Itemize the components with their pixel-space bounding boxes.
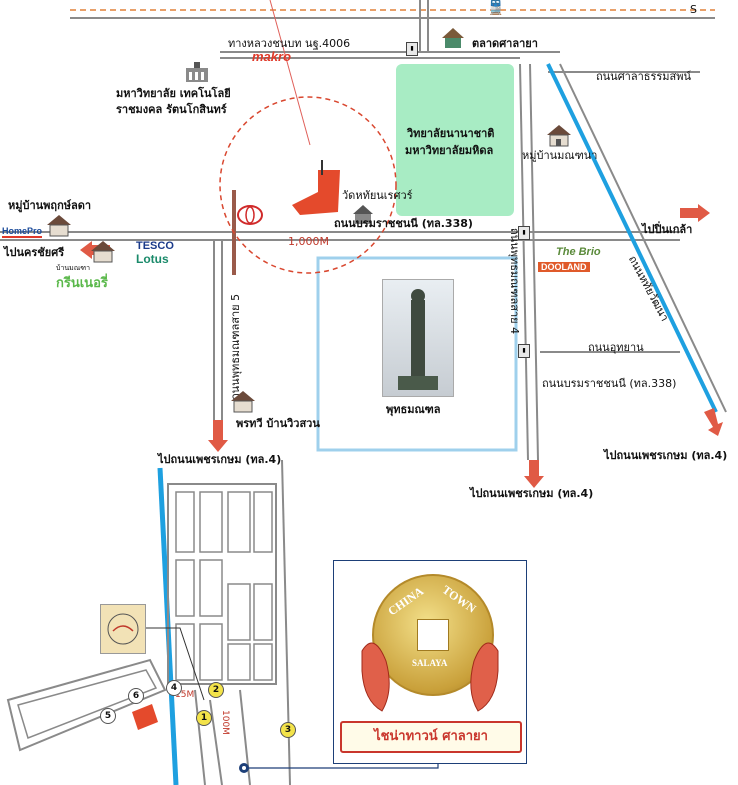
coin-square-hole <box>417 619 449 651</box>
logo-thai-name: ไชน่าทาวน์ ศาลายา <box>340 721 522 753</box>
phutthamonthon-outline <box>316 256 518 452</box>
label-wat: วัดหทัยนเรศวร์ <box>342 189 413 202</box>
toyota-logo-inner <box>245 206 255 224</box>
label-100m: 100M <box>220 710 230 735</box>
road-wat-blue <box>546 63 718 413</box>
greenner-top-text: บ้านมณฑา <box>56 264 91 272</box>
label-to-phetkasem-left: ไปถนนเพชรเกษม (ทล.4) <box>158 453 282 466</box>
site-marker <box>292 170 340 215</box>
marker-6: 6 <box>128 688 144 704</box>
homepro-logo: HomePro <box>2 226 43 238</box>
road-phuttha-4-a <box>519 63 529 461</box>
marker-5: 5 <box>100 708 116 724</box>
arrow-pinklao <box>680 204 710 222</box>
village-icon-monthana <box>546 124 571 147</box>
label-village-pruksa: หมู่บ้านพฤกษ์ลดา <box>8 199 92 212</box>
label-borom-rd-bottom: ถนนบรมราชชนนี (ทล.338) <box>542 377 677 390</box>
label-borom-rd-top: ถนนบรมราชชนนี (ทล.338) <box>334 217 473 230</box>
location-map-thumbnail <box>100 604 146 654</box>
shop-location <box>132 704 158 730</box>
village-icon-vivsuan <box>230 390 255 413</box>
label-tech-univ-1: มหาวิทยาลัย เทคโนโลยี <box>116 87 231 100</box>
label-to-pinklao: ไปปิ่นเกล้า <box>642 223 693 236</box>
connector-line <box>244 762 439 769</box>
tesco-logo: TESCO <box>136 240 174 252</box>
arrow-phetkasem-left <box>208 420 228 452</box>
marker-4: 4 <box>166 680 182 696</box>
makro-line <box>269 0 311 146</box>
route-sign-1: ▮ <box>406 42 418 56</box>
label-salaya-rd: ถนนศาลาธรรมสพน์ <box>596 70 692 83</box>
village-icon-pruksa <box>46 214 71 237</box>
parking-lot-inner <box>17 669 158 739</box>
mahidol-campus <box>396 64 514 216</box>
label-15m: 15M <box>175 690 195 700</box>
toyota-logo <box>237 205 263 225</box>
lower-street-a <box>194 689 206 785</box>
thebrio-logo: The Brio <box>556 246 601 258</box>
label-phuttha-rd5: ถนนพุทธมณฑลสาย 5 <box>229 293 242 400</box>
route-sign-2: ▮ <box>518 226 530 240</box>
village-icon-greenner <box>90 240 115 263</box>
greenner-logo: กรีนเนอรี่ <box>56 275 108 290</box>
buddha-statue-photo <box>382 279 454 397</box>
lotus-logo: Lotus <box>136 252 169 266</box>
marker-2: 2 <box>208 682 224 698</box>
label-to-phetkasem-right: ไปถนนเพชรเกษม (ทล.4) <box>604 449 728 462</box>
logo-text-salaya: SALAYA <box>412 658 448 668</box>
label-phuttha-rd4: ถนนพุทธมณฑลสาย 4 <box>508 228 521 335</box>
label-uthayan-rd: ถนนอุทยาน <box>588 341 644 354</box>
destination-dot-inner <box>242 766 246 770</box>
label-village-vivsuan: พรทวี บ้านวิวสวน <box>236 417 320 430</box>
train-icon: 🚆 <box>487 0 505 16</box>
label-hwy4006: ทางหลวงชนบท นฐ.4006 <box>228 37 351 50</box>
compass-s: S <box>690 3 697 16</box>
marker-1: 1 <box>196 710 212 726</box>
label-to-phetkasem-mid: ไปถนนเพชรเกษม (ทล.4) <box>470 487 594 500</box>
label-phutthamonthon: พุทธมณฑล <box>386 403 441 416</box>
koi-fish-icon <box>361 642 499 712</box>
university-icon <box>184 60 208 82</box>
lower-street-b <box>209 699 223 785</box>
marker-3: 3 <box>280 722 296 738</box>
thumb-connector <box>144 627 205 701</box>
label-village-monthana: หมู่บ้านมณฑนา <box>522 149 598 162</box>
label-tech-univ-2: ราชมงคล รัตนโกสินทร์ <box>116 103 227 116</box>
route-sign-3: ▮ <box>518 344 530 358</box>
radius-circle <box>219 96 397 274</box>
arrow-phetkasem-right <box>704 408 723 436</box>
arrow-phetkasem-mid <box>524 460 544 488</box>
label-market: ตลาดศาลายา <box>472 37 538 50</box>
market-icon <box>440 26 464 48</box>
makro-logo: makro <box>252 49 292 64</box>
label-distance-1000: 1,000M <box>288 235 329 248</box>
road-phuttha-4-b <box>529 63 539 461</box>
dooland-logo: DOOLAND <box>538 262 590 272</box>
label-to-nakhonchaisri: ไปนครชัยศรี <box>4 246 65 259</box>
china-town-logo-box: CHINA TOWN SALAYA ไชน่าทาวน์ ศาลายา <box>333 560 527 764</box>
city-blocks <box>175 491 273 681</box>
label-intl-college-1: วิทยาลัยนานาชาติ <box>407 127 495 140</box>
temple-icon <box>350 204 374 226</box>
parking-lot <box>6 658 167 752</box>
road-wat-gray <box>559 63 727 413</box>
label-intl-college-2: มหาวิทยาลัยมหิดล <box>405 144 494 157</box>
